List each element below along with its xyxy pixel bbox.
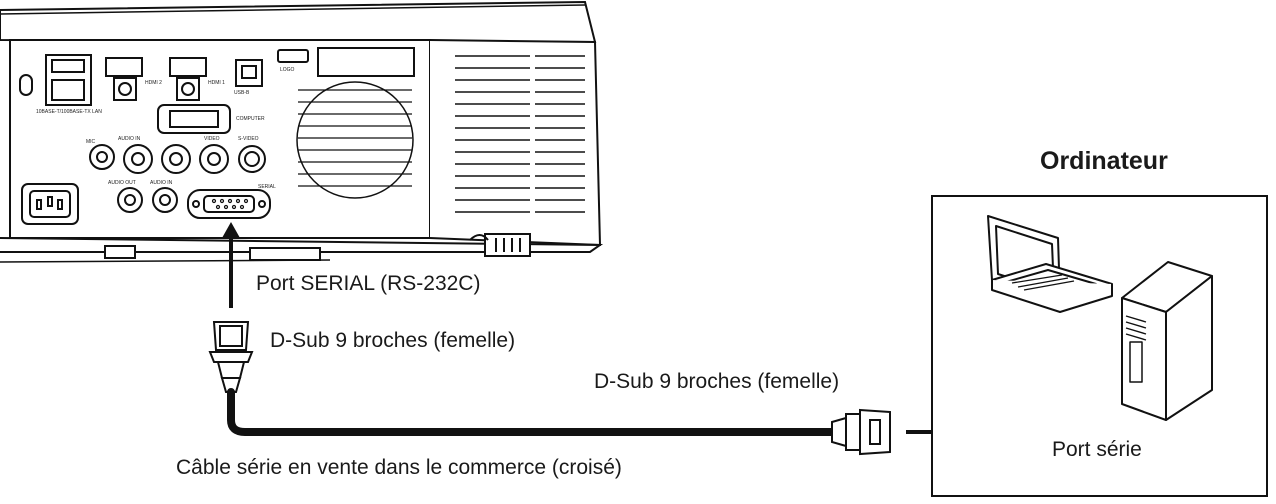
dsub-computer-end-label: D-Sub 9 broches (femelle) bbox=[594, 370, 840, 393]
panel-label-hdmi1: HDMI 1 bbox=[208, 80, 225, 86]
desktop-tower-illustration bbox=[1121, 261, 1213, 421]
audio-in-left-jack bbox=[123, 144, 153, 174]
panel-label-lan: 10BASE-T/100BASE-TX LAN bbox=[36, 109, 102, 115]
laptop-illustration bbox=[987, 215, 1113, 313]
dsub-projector-end-label: D-Sub 9 broches (femelle) bbox=[270, 329, 516, 352]
projector-vent-grille bbox=[455, 55, 585, 213]
projector-panel-labels: HDMI 2 HDMI 1 USB-B LOGO 10BASE-T/100BAS… bbox=[36, 67, 295, 190]
computer-title: Ordinateur bbox=[1040, 147, 1168, 175]
projector-connect-arrow bbox=[222, 222, 240, 308]
serial-cable bbox=[227, 388, 839, 436]
mic-jack bbox=[89, 144, 115, 170]
panel-label-s-video: S-VIDEO bbox=[238, 136, 259, 142]
hdmi1-port bbox=[169, 57, 207, 77]
cable-label: Câble série en vente dans le commerce (c… bbox=[176, 456, 622, 479]
dsub-connector-projector-end bbox=[208, 321, 254, 393]
projector bbox=[0, 0, 604, 263]
computer-serial-port-label: Port série bbox=[1052, 438, 1142, 461]
audio-in2-jack bbox=[152, 187, 178, 213]
projector-serial-port-label: Port SERIAL (RS-232C) bbox=[256, 272, 481, 295]
dsub-connector-computer-end bbox=[831, 408, 891, 456]
hdmi2-port bbox=[105, 57, 143, 77]
panel-label-audio-out: AUDIO OUT bbox=[108, 180, 136, 186]
panel-label-audio-in: AUDIO IN bbox=[118, 136, 141, 142]
panel-label-audio-in2: AUDIO IN bbox=[150, 180, 173, 186]
projector-serial-port bbox=[187, 189, 271, 219]
audio-in-right-jack bbox=[161, 144, 191, 174]
panel-label-video: VIDEO bbox=[204, 136, 220, 142]
panel-label-serial: SERIAL bbox=[258, 184, 276, 190]
panel-label-usb-b: USB-B bbox=[234, 90, 250, 96]
computer-vga-port bbox=[157, 104, 231, 134]
s-video-jack bbox=[238, 145, 266, 173]
fan-circle bbox=[296, 81, 414, 199]
panel-label-computer: COMPUTER bbox=[236, 116, 265, 122]
audio-out-jack bbox=[117, 187, 143, 213]
usb-b-port bbox=[235, 59, 263, 87]
panel-label-mic: MIC bbox=[86, 139, 96, 145]
panel-label-logo: LOGO bbox=[280, 67, 295, 73]
panel-label-hdmi2: HDMI 2 bbox=[145, 80, 162, 86]
video-jack bbox=[199, 144, 229, 174]
ac-power-inlet bbox=[21, 183, 79, 225]
